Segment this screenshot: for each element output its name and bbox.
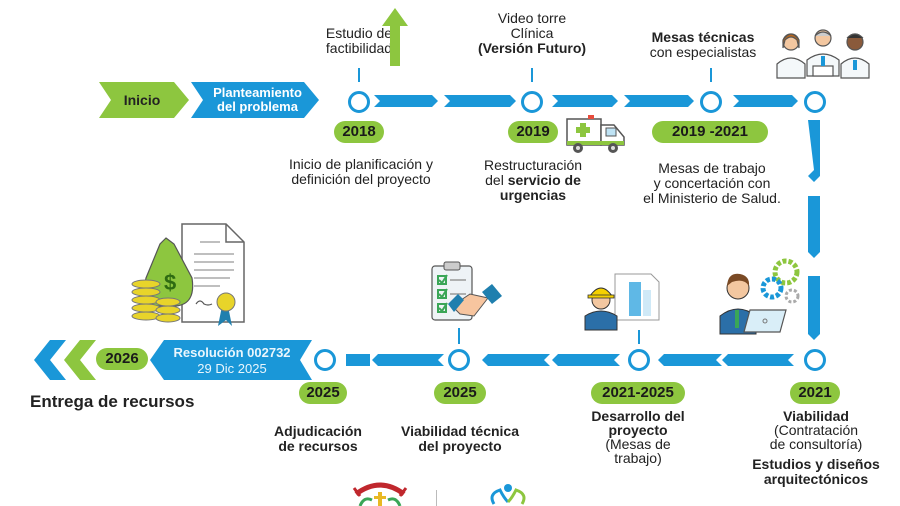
svg-text:$: $: [164, 270, 176, 295]
resolution-line2: 29 Dic 2025: [197, 361, 267, 376]
up-arrow-icon: [382, 8, 408, 66]
milestone-2019-node: [521, 91, 543, 113]
consultant-laptop-gears-icon: [719, 258, 800, 335]
milestone-2025a-below-line2: del proyecto: [418, 438, 502, 454]
final-arrows-icon: [34, 340, 96, 380]
milestone-2021-2025-below-line2: proyecto: [608, 422, 668, 438]
problem-label-line1: Planteamiento: [213, 85, 302, 100]
milestone-2025a-year: 2025: [434, 382, 486, 404]
milestone-2025b-below-line2: de recursos: [278, 438, 358, 454]
milestone-2018-below-line2: definición del proyecto: [291, 171, 431, 187]
milestone-2021-node: [804, 349, 826, 371]
clipboard-handshake-icon: [431, 261, 502, 321]
milestone-2025b-node: [314, 349, 336, 371]
milestone-2019-2021-above-line2: con especialistas: [649, 44, 757, 60]
milestone-2018-node: [348, 91, 370, 113]
milestone-2018-tick: [358, 68, 360, 82]
start-chevron: [99, 82, 189, 118]
milestone-2019-2021-below-line2: y concertación con: [653, 175, 771, 191]
footer-divider: [436, 490, 437, 506]
milestone-2019-2021-node: [700, 91, 722, 113]
milestone-2025a-node: [448, 349, 470, 371]
doctors-icon: [776, 29, 870, 79]
milestone-2021-2025-below-line3: (Mesas de: [605, 436, 671, 452]
milestone-2019-above-line2: Clínica: [510, 25, 554, 41]
money-certificate-icon: $: [131, 223, 245, 326]
milestone-2025a-tick: [458, 328, 460, 344]
milestone-2018-below-line1: Inicio de planificación y: [289, 156, 433, 172]
milestone-2026-year: 2026: [96, 348, 148, 370]
milestone-2018-above-line2: factibilidad: [325, 40, 393, 56]
milestone-2021-2025-below-line4: trabajo): [614, 450, 662, 466]
milestone-2021-below-line1: Viabilidad: [783, 408, 849, 424]
start-label: Inicio: [123, 92, 161, 108]
milestone-2025a-below-line1: Viabilidad técnica: [400, 423, 519, 439]
milestone-2025b-year: 2025: [299, 382, 347, 404]
milestone-2019-below-line2-bold: servicio de: [507, 172, 581, 188]
milestone-2019-above-line1: Video torre: [497, 10, 567, 26]
problem-chevron: [191, 82, 319, 118]
problem-label-line2: del problema: [217, 99, 298, 114]
milestone-2019-2021-above-line1: Mesas técnicas: [651, 29, 755, 45]
municipal-coat-of-arms-logo: [352, 482, 408, 506]
milestone-2021-below-line3: de consultoría): [769, 436, 863, 452]
milestone-2021-2025-node: [628, 349, 650, 371]
milestone-2019-2021-below-line1: Mesas de trabajo: [658, 160, 766, 176]
milestone-2021-year: 2021: [790, 382, 840, 404]
milestone-2021-below-line5: arquitectónicos: [763, 471, 869, 487]
milestone-2019-2021-year: 2019 -2021: [652, 121, 768, 143]
milestone-2019-tick: [531, 68, 533, 82]
ambulance-icon: [566, 115, 625, 153]
resolution-banner: [150, 340, 312, 380]
milestone-2019-below-line1: Restructuración: [483, 157, 583, 173]
milestone-2021-2025-below-line1: Desarrollo del: [591, 408, 685, 424]
milestone-2018-above-line1: Estudio de: [325, 25, 393, 41]
milestone-2019-2021-tick: [710, 68, 712, 82]
corner-top-right-node: [804, 91, 826, 113]
milestone-2019-above-line3: (Versión Futuro): [477, 40, 587, 56]
milestone-2019-below-line2: del servicio de: [460, 173, 606, 188]
health-entity-logo: [490, 484, 526, 505]
engineer-building-icon: [584, 273, 660, 331]
milestone-2019-below-line3: urgencias: [499, 187, 567, 203]
final-label: Entrega de recursos: [30, 392, 195, 411]
milestone-2019-year: 2019: [508, 121, 558, 143]
milestone-2021-2025-tick: [638, 330, 640, 344]
milestone-2021-2025-year: 2021-2025: [591, 382, 685, 404]
milestone-2021-below-line2: (Contratación: [773, 422, 859, 438]
milestone-2018-year: 2018: [334, 121, 384, 143]
milestone-2021-below-line4: Estudios y diseños: [752, 456, 880, 472]
milestone-2019-below-line2-prefix: del: [485, 172, 508, 188]
resolution-line1: Resolución 002732: [173, 345, 291, 360]
milestone-2025b-below-line1: Adjudicación: [274, 423, 362, 439]
milestone-2019-2021-below-line3: el Ministerio de Salud.: [643, 190, 781, 206]
